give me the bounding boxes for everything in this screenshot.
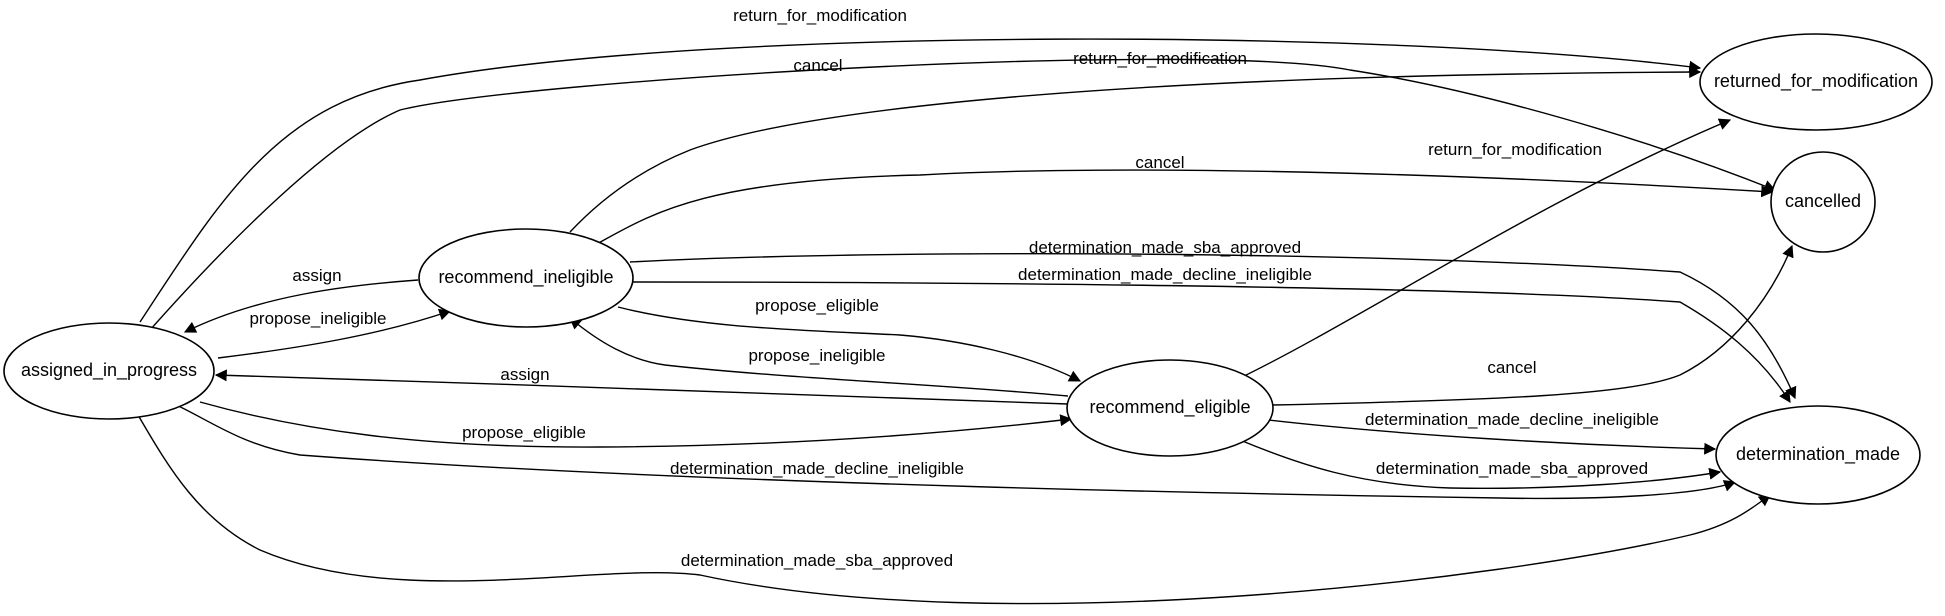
node-cancelled[interactable]: cancelled <box>1770 151 1876 253</box>
edge-label-aip-to-dm-approved: determination_made_sba_approved <box>681 551 953 570</box>
edge-re-to-ri <box>569 317 1069 397</box>
edge-aip-to-dm-decline <box>169 401 1737 500</box>
edge-ri-to-dm-approved <box>629 253 1797 400</box>
node-label-determination-made: determination_made <box>1736 444 1900 465</box>
edge-re-to-dm-decline <box>1267 419 1717 455</box>
edge-label-aip-to-cancelled: cancel <box>793 56 842 75</box>
edge-label-ri-to-cancelled: cancel <box>1135 153 1184 172</box>
edge-ri-to-returned <box>569 66 1702 233</box>
node-returned-for-modification[interactable]: returned_for_modification <box>1699 33 1933 131</box>
edge-ri-to-aip <box>183 279 419 333</box>
edge-label-re-to-cancelled: cancel <box>1487 358 1536 377</box>
edge-re-to-aip <box>214 369 1069 405</box>
edge-label-re-to-returned: return_for_modification <box>1428 140 1602 159</box>
edge-re-to-cancelled <box>1272 244 1794 406</box>
edge-label-aip-to-ri: propose_ineligible <box>249 309 386 328</box>
edge-label-ri-to-returned: return_for_modification <box>1073 49 1247 68</box>
edge-label-aip-to-re: propose_eligible <box>462 423 586 442</box>
edge-label-ri-to-dm-decline: determination_made_decline_ineligible <box>1018 265 1312 284</box>
edge-re-to-returned <box>1239 118 1732 379</box>
edge-aip-to-ri <box>217 308 452 359</box>
node-recommend-ineligible[interactable]: recommend_ineligible <box>418 228 634 328</box>
edge-label-re-to-ri: propose_ineligible <box>748 346 885 365</box>
edge-label-ri-to-dm-approved: determination_made_sba_approved <box>1029 238 1301 257</box>
edge-ri-to-cancelled <box>594 169 1774 246</box>
edge-label-aip-to-dm-decline: determination_made_decline_ineligible <box>670 459 964 478</box>
edge-aip-to-returned <box>139 38 1702 323</box>
edge-label-ri-to-aip: assign <box>292 266 341 285</box>
node-determination-made[interactable]: determination_made <box>1715 405 1921 505</box>
edge-label-ri-to-re: propose_eligible <box>755 296 879 315</box>
edge-label-aip-to-returned: return_for_modification <box>733 6 907 25</box>
node-label-assigned-in-progress: assigned_in_progress <box>21 360 197 381</box>
node-label-recommend-ineligible: recommend_ineligible <box>438 267 613 288</box>
edge-label-re-to-dm-approved: determination_made_sba_approved <box>1376 459 1648 478</box>
edge-re-to-dm-approved <box>1239 439 1722 490</box>
node-label-recommend-eligible: recommend_eligible <box>1089 397 1250 418</box>
node-label-cancelled: cancelled <box>1785 191 1861 211</box>
node-recommend-eligible[interactable]: recommend_eligible <box>1066 359 1274 457</box>
node-assigned-in-progress[interactable]: assigned_in_progress <box>3 322 215 420</box>
edge-aip-to-dm-approved <box>137 414 1771 605</box>
node-label-returned-for-modification: returned_for_modification <box>1714 71 1918 92</box>
edge-aip-to-cancelled <box>149 58 1777 331</box>
edge-label-re-to-dm-decline: determination_made_decline_ineligible <box>1365 410 1659 429</box>
edge-ri-to-re <box>617 306 1082 382</box>
edge-aip-to-re <box>199 401 1073 448</box>
edge-label-re-to-aip: assign <box>500 365 549 384</box>
